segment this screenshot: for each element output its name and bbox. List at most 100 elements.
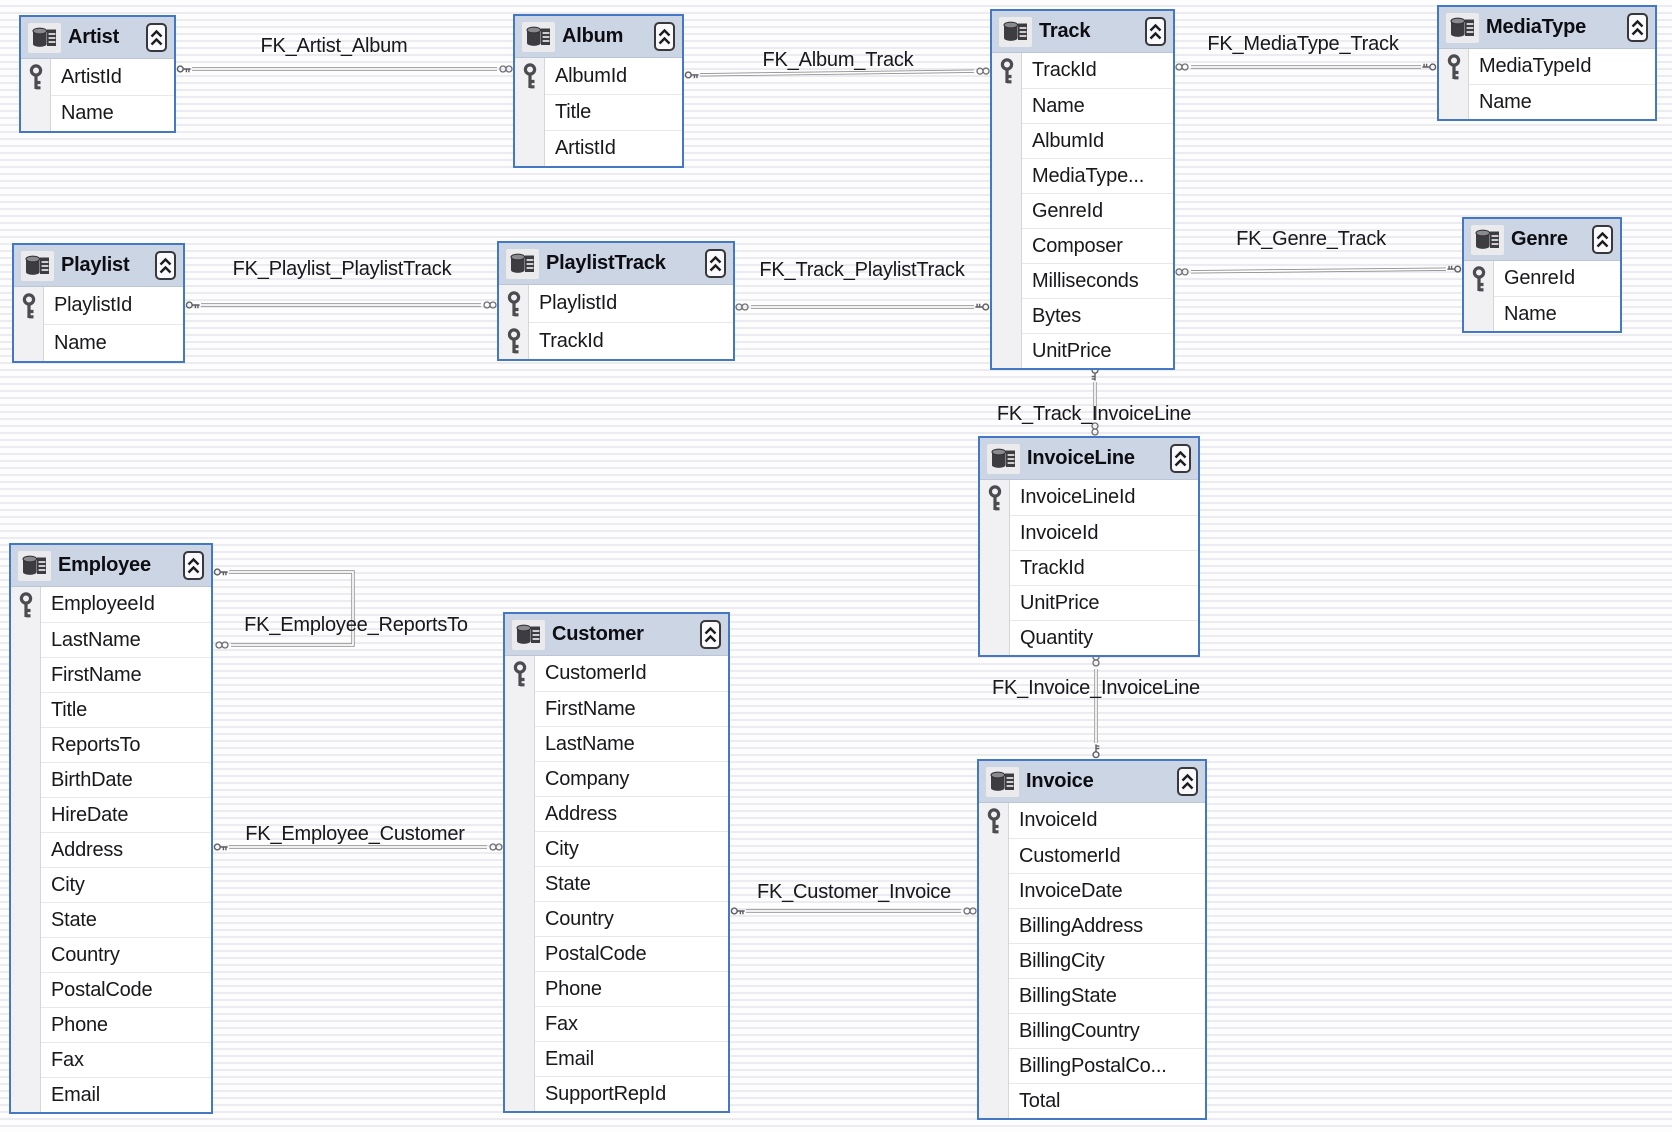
relationship-FK_Employee_ReportsTo[interactable] <box>213 568 355 649</box>
collapse-button[interactable] <box>1592 225 1613 254</box>
table-header[interactable]: Playlist <box>14 245 183 287</box>
fk-label[interactable]: FK_Artist_Album <box>260 35 408 57</box>
table-header[interactable]: Artist <box>21 17 174 59</box>
table-header[interactable]: InvoiceLine <box>980 438 1198 480</box>
column-row[interactable]: Address <box>11 832 211 867</box>
column-row[interactable]: PostalCode <box>11 972 211 1007</box>
column-row[interactable]: BillingAddress <box>979 908 1205 943</box>
column-row[interactable]: MediaTypeId <box>1439 49 1655 84</box>
table-header[interactable]: MediaType <box>1439 7 1655 49</box>
column-row[interactable]: State <box>505 866 728 901</box>
column-row[interactable]: InvoiceLineId <box>980 480 1198 515</box>
collapse-button[interactable] <box>654 22 675 51</box>
relationship-FK_Customer_Invoice[interactable] <box>730 907 977 915</box>
collapse-button[interactable] <box>146 23 167 52</box>
column-row[interactable]: Address <box>505 796 728 831</box>
column-row[interactable]: AlbumId <box>515 58 682 94</box>
table-header[interactable]: Employee <box>11 545 211 587</box>
table-header[interactable]: PlaylistTrack <box>499 243 733 285</box>
column-row[interactable]: TrackId <box>499 322 733 359</box>
column-row[interactable]: HireDate <box>11 797 211 832</box>
column-row[interactable]: Name <box>1439 84 1655 119</box>
fk-label[interactable]: FK_Invoice_InvoiceLine <box>992 677 1200 699</box>
column-row[interactable]: BillingCountry <box>979 1013 1205 1048</box>
column-row[interactable]: InvoiceId <box>979 803 1205 838</box>
relationship-FK_Genre_Track[interactable] <box>1175 265 1462 276</box>
column-row[interactable]: UnitPrice <box>992 333 1173 368</box>
column-row[interactable]: Name <box>21 95 174 131</box>
column-row[interactable]: TrackId <box>980 550 1198 585</box>
table-header[interactable]: Album <box>515 16 682 58</box>
column-row[interactable]: Name <box>992 88 1173 123</box>
column-row[interactable]: PostalCode <box>505 936 728 971</box>
column-row[interactable]: Name <box>1464 296 1620 331</box>
table-header[interactable]: Invoice <box>979 761 1205 803</box>
relationship-FK_Track_PlaylistTrack[interactable] <box>735 303 990 311</box>
column-row[interactable]: InvoiceDate <box>979 873 1205 908</box>
collapse-button[interactable] <box>1145 17 1166 46</box>
column-row[interactable]: Composer <box>992 228 1173 263</box>
column-row[interactable]: Company <box>505 761 728 796</box>
table-header[interactable]: Genre <box>1464 219 1620 261</box>
column-row[interactable]: AlbumId <box>992 123 1173 158</box>
collapse-button[interactable] <box>155 251 176 280</box>
column-row[interactable]: BillingPostalCo... <box>979 1048 1205 1083</box>
column-row[interactable]: Name <box>14 324 183 361</box>
fk-label[interactable]: FK_MediaType_Track <box>1207 33 1399 55</box>
collapse-button[interactable] <box>183 551 204 580</box>
table-header[interactable]: Track <box>992 11 1173 53</box>
collapse-button[interactable] <box>1627 13 1648 42</box>
column-row[interactable]: Bytes <box>992 298 1173 333</box>
column-row[interactable]: BillingState <box>979 978 1205 1013</box>
column-row[interactable]: InvoiceId <box>980 515 1198 550</box>
column-row[interactable]: CustomerId <box>979 838 1205 873</box>
column-row[interactable]: Email <box>11 1077 211 1112</box>
column-row[interactable]: Fax <box>11 1042 211 1077</box>
relationship-FK_Invoice_InvoiceLine[interactable] <box>1092 653 1100 759</box>
column-row[interactable]: PlaylistId <box>14 287 183 324</box>
column-row[interactable]: Phone <box>505 971 728 1006</box>
column-row[interactable]: FirstName <box>11 657 211 692</box>
column-row[interactable]: Title <box>11 692 211 727</box>
column-row[interactable]: City <box>11 867 211 902</box>
column-row[interactable]: Fax <box>505 1006 728 1041</box>
column-row[interactable]: BirthDate <box>11 762 211 797</box>
column-row[interactable]: TrackId <box>992 53 1173 88</box>
column-row[interactable]: CustomerId <box>505 656 728 691</box>
relationship-FK_Artist_Album[interactable] <box>176 65 513 73</box>
column-row[interactable]: City <box>505 831 728 866</box>
table-header[interactable]: Customer <box>505 614 728 656</box>
column-row[interactable]: Title <box>515 94 682 130</box>
column-row[interactable]: GenreId <box>992 193 1173 228</box>
relationship-FK_Playlist_PlaylistTrack[interactable] <box>185 301 497 309</box>
column-row[interactable]: EmployeeId <box>11 587 211 622</box>
column-row[interactable]: LastName <box>505 726 728 761</box>
column-row[interactable]: MediaType... <box>992 158 1173 193</box>
collapse-button[interactable] <box>700 620 721 649</box>
column-row[interactable]: Email <box>505 1041 728 1076</box>
relationship-FK_Album_Track[interactable] <box>684 67 990 79</box>
column-row[interactable]: Total <box>979 1083 1205 1118</box>
column-row[interactable]: BillingCity <box>979 943 1205 978</box>
column-row[interactable]: SupportRepId <box>505 1076 728 1111</box>
fk-label[interactable]: FK_Track_InvoiceLine <box>996 403 1192 425</box>
column-row[interactable]: Milliseconds <box>992 263 1173 298</box>
column-row[interactable]: Country <box>11 937 211 972</box>
column-row[interactable]: UnitPrice <box>980 585 1198 620</box>
fk-label[interactable]: FK_Customer_Invoice <box>756 881 952 903</box>
collapse-button[interactable] <box>705 249 726 278</box>
column-row[interactable]: GenreId <box>1464 261 1620 296</box>
column-row[interactable]: FirstName <box>505 691 728 726</box>
column-row[interactable]: ReportsTo <box>11 727 211 762</box>
fk-label[interactable]: FK_Album_Track <box>762 49 914 71</box>
